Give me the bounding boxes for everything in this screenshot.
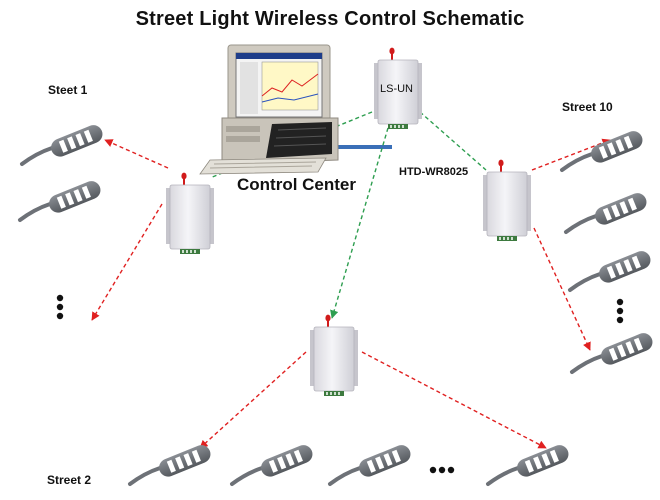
label-device-model: HTD-WR8025	[399, 166, 469, 178]
red-wireless-links	[91, 138, 611, 449]
ellipsis-icon	[56, 294, 64, 320]
street-lamp-icon	[230, 440, 318, 486]
computer-icon	[199, 44, 339, 175]
label-street-10: Street 10	[562, 100, 613, 114]
label-street-2: Street 2	[47, 473, 92, 487]
street-lamp-icon	[128, 440, 216, 486]
street-lamp-icon	[18, 176, 106, 222]
radio-module-icon	[165, 171, 215, 255]
street-lamp-icon	[564, 188, 652, 234]
street-lamp-icon	[328, 440, 416, 486]
label-control-center: Control Center	[237, 175, 356, 194]
street-lamp-icon	[486, 440, 574, 486]
diagram-title: Street Light Wireless Control Schematic	[135, 8, 525, 30]
street-lamp-icon	[20, 120, 108, 166]
label-street-1: Steet 1	[48, 83, 88, 97]
ellipsis-icon	[429, 466, 455, 474]
street-lamp-icon	[560, 126, 648, 172]
ellipsis-icon	[616, 298, 624, 324]
radio-module-icon	[309, 313, 359, 397]
radio-module-icon	[482, 158, 532, 242]
street-lamp-icon	[568, 246, 656, 292]
label-gateway: LS-UN	[380, 83, 414, 95]
